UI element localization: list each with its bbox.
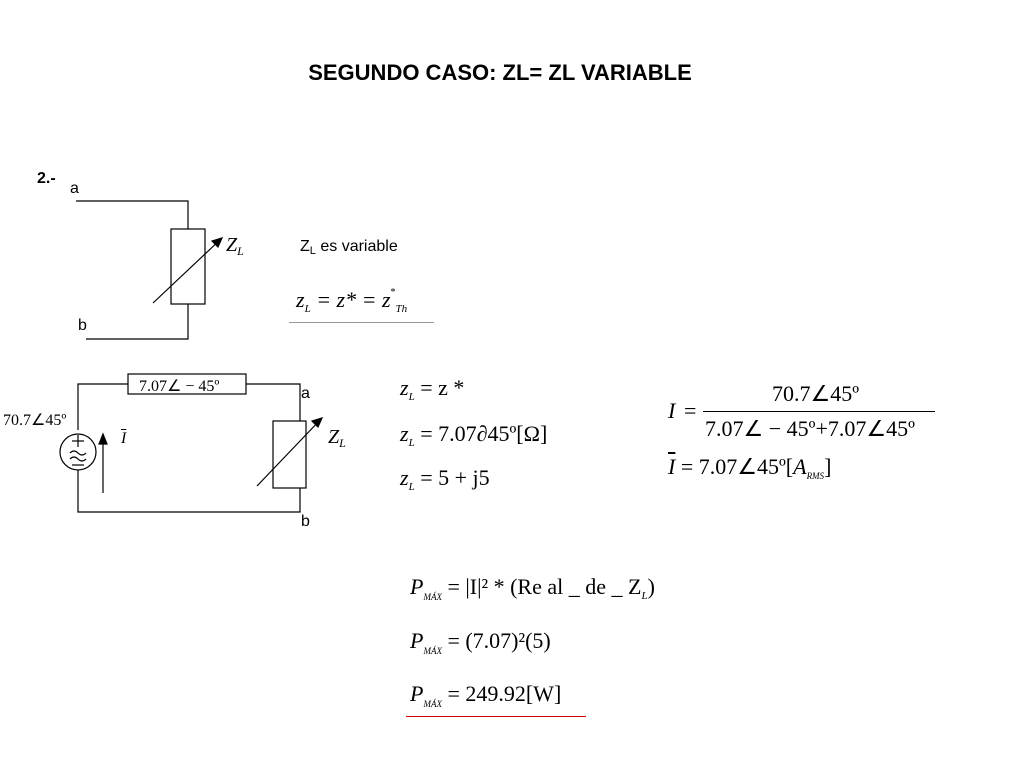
- terminal-a-1: a: [70, 180, 79, 197]
- current-arrow-head: [98, 432, 108, 445]
- power-equation-3: PMÁX = 249.92[W]: [410, 681, 562, 709]
- wire-a: [76, 200, 189, 229]
- fraction-bar: [703, 411, 935, 412]
- terminal-a-2: a: [301, 385, 310, 402]
- equals-sign: =: [684, 398, 697, 423]
- note-text: ZL es variable: [300, 238, 398, 257]
- variable-load-resistor: [170, 228, 206, 305]
- arrow-head-2: [310, 417, 324, 429]
- variable-arrow: [152, 237, 223, 304]
- equation-zl-3: zL = 5 + j5: [400, 465, 490, 493]
- arrow-head: [210, 237, 224, 249]
- equation-rule: [289, 322, 434, 323]
- page-title: SEGUNDO CASO: ZL= ZL VARIABLE: [308, 60, 692, 85]
- current-label: I: [121, 430, 127, 447]
- section-label: 2.-: [37, 170, 56, 187]
- current-lhs: I: [668, 398, 676, 423]
- load-label-1: ZL: [226, 234, 244, 258]
- power-equation-2: PMÁX = (7.07)²(5): [410, 628, 551, 656]
- result-underline: [406, 716, 586, 717]
- power-equation-1: PMÁX = |I|² * (Re al _ de _ ZL): [410, 574, 655, 602]
- terminal-b-2: b: [301, 513, 310, 530]
- variable-load-resistor-2: [272, 420, 307, 489]
- current-result: I = 7.07∠45º[ARMS]: [668, 454, 832, 481]
- current-denominator: 7.07∠ − 45º+7.07∠45º: [705, 416, 915, 441]
- load-label-2: ZL: [328, 426, 346, 450]
- source-label: 70.7∠45º: [3, 412, 67, 429]
- series-impedance-label: 7.07∠ − 45º: [139, 378, 220, 395]
- equation-zl-conjugate: zL = z* = z*Th: [296, 287, 408, 315]
- equation-zl-2: zL = 7.07∂45º[Ω]: [400, 421, 548, 449]
- wire-b: [86, 304, 189, 340]
- wire-bottom: [77, 470, 301, 513]
- circuit-1: [76, 200, 224, 340]
- circuit-2: [59, 373, 324, 513]
- variable-arrow-2: [256, 417, 323, 487]
- series-impedance-box: [127, 373, 247, 395]
- current-numerator: 70.7∠45º: [772, 381, 860, 406]
- terminal-b-1: b: [78, 317, 87, 334]
- equation-zl-1: zL = z *: [400, 375, 465, 403]
